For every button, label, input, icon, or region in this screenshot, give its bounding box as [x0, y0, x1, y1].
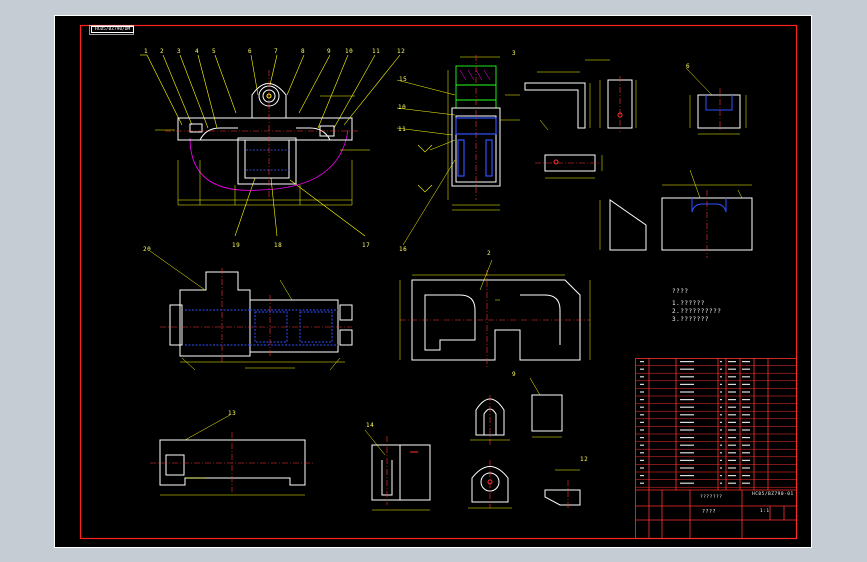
callout-3: 3: [177, 48, 182, 55]
callout-misc-11: 11: [398, 126, 407, 133]
callout-8: 8: [301, 48, 306, 55]
callout-misc-6: 6: [686, 63, 691, 70]
title-block: [635, 358, 797, 539]
drawing-tag: HC05/BZ790/DM: [91, 26, 135, 33]
tech-req-line-2: 2.??????????: [672, 308, 722, 315]
sheet-border: [54, 15, 812, 548]
callout-11: 11: [372, 48, 381, 55]
part-2-u-block: [685, 67, 747, 135]
drawing-sheet: [54, 15, 812, 548]
callout-misc-10: 10: [398, 104, 407, 111]
callout-misc-20: 20: [143, 246, 152, 253]
part-6-block: [599, 76, 637, 132]
callout-6: 6: [248, 48, 253, 55]
bom-row-lines: [636, 365, 796, 488]
part-9-arches: [468, 377, 581, 510]
callout-misc-3: 3: [512, 50, 517, 57]
bom-row-text: [640, 361, 750, 484]
tech-req-line-3: 3.???????: [672, 316, 710, 323]
callout-12: 12: [397, 48, 406, 55]
callout-17: 17: [362, 242, 371, 249]
callout-18: 18: [274, 242, 283, 249]
drawing-frame: [79, 24, 798, 540]
callout-2: 2: [160, 48, 165, 55]
callout-19: 19: [232, 242, 241, 249]
part-15-block: [364, 429, 431, 511]
callout-4: 4: [195, 48, 200, 55]
callout-10: 10: [345, 48, 354, 55]
callout-misc-9: 9: [512, 371, 517, 378]
part-3-bracket: [524, 59, 610, 179]
part-2-large-view: [399, 259, 591, 368]
dimension-lines-main: [155, 95, 370, 206]
main-assembly-view: [140, 54, 401, 237]
callout-1: 1: [144, 48, 149, 55]
part-12-wedge: [599, 169, 753, 258]
callout-misc-13: 13: [228, 410, 237, 417]
callout-7: 7: [274, 48, 279, 55]
callout-misc-12: 12: [580, 456, 589, 463]
tech-req-line-1: 1.??????: [672, 300, 705, 307]
callout-misc-16: 16: [399, 246, 408, 253]
leader-lines-top: [140, 54, 401, 237]
part-13-plate: [150, 414, 315, 496]
callout-misc-2: 2: [487, 250, 492, 257]
callout-misc-14: 14: [366, 422, 375, 429]
tech-req-title: ????: [672, 288, 689, 295]
title-scale: 1:1: [760, 509, 770, 514]
title-company: ???????: [700, 495, 723, 500]
title-drawing-no: HC05/BZ790-01: [752, 492, 794, 497]
callout-9: 9: [327, 48, 332, 55]
plan-view-part-20: [149, 250, 353, 371]
callout-misc-15: 15: [399, 76, 408, 83]
callout-5: 5: [212, 48, 217, 55]
title-name: ????: [702, 509, 717, 515]
side-section-view: [396, 55, 520, 246]
